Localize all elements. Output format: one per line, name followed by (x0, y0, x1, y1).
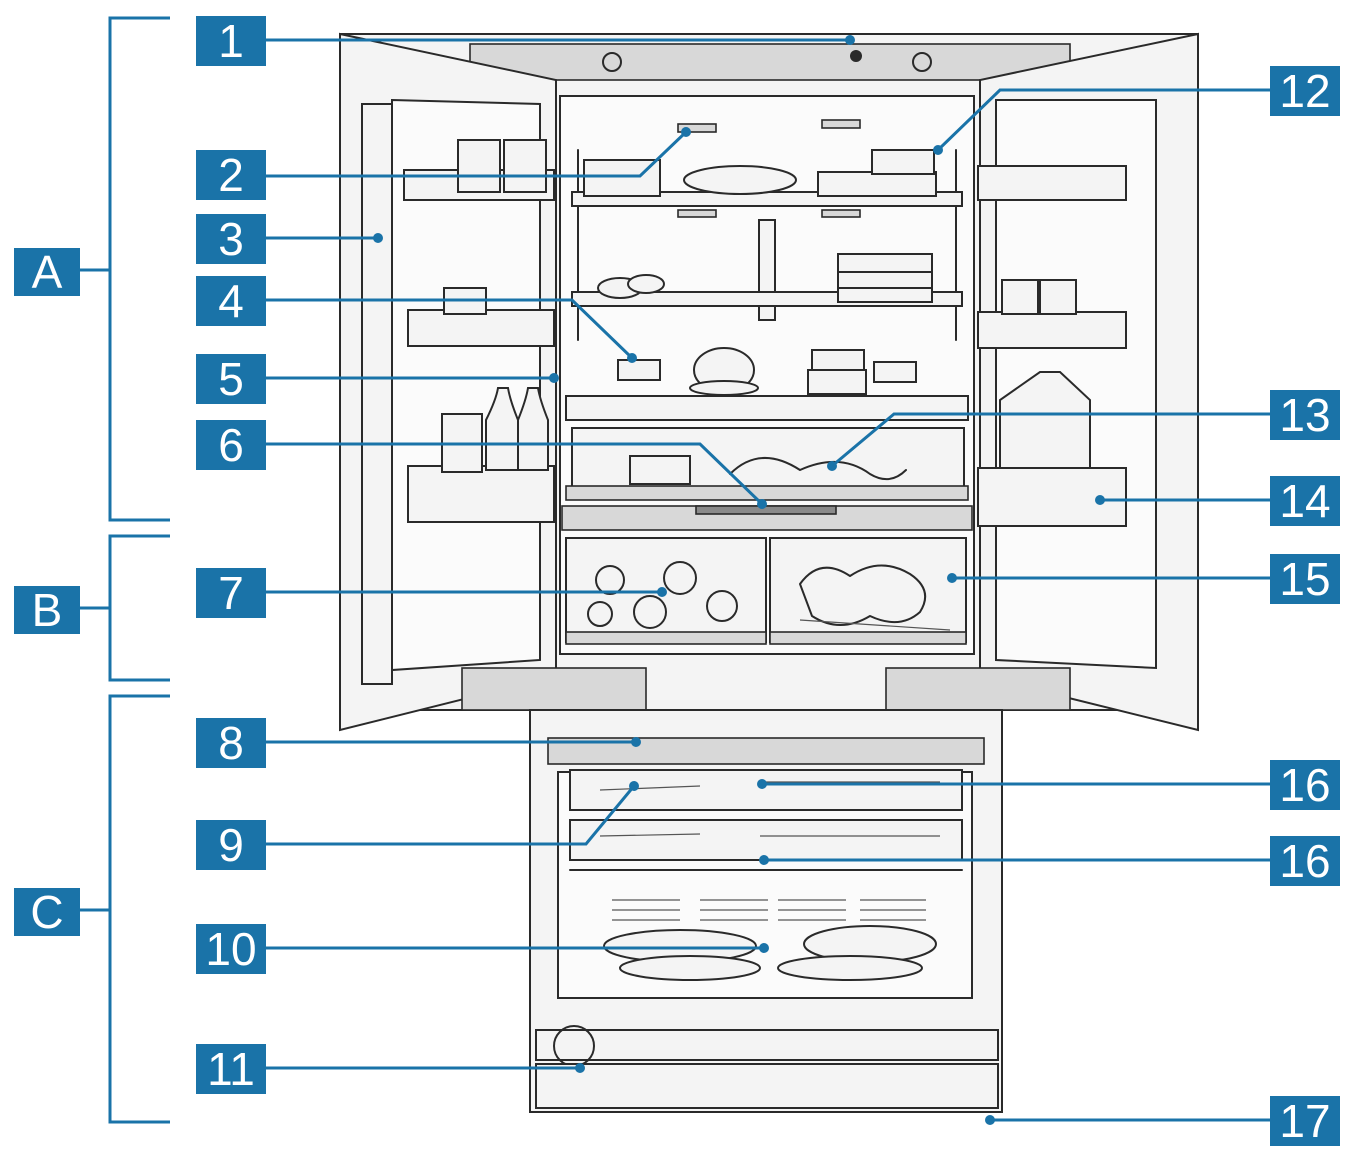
lower-hinge-right (885, 667, 1071, 711)
callout-16-upper: 16 (1270, 759, 1340, 811)
callout-6: 6 (196, 419, 266, 471)
left-hinge-bolt (602, 52, 622, 72)
drawer-front (565, 485, 969, 501)
callout-9: 9 (196, 819, 266, 871)
sensor-box (873, 361, 917, 383)
door-bin-top-right (977, 165, 1127, 201)
callout-labels: 1 2 3 4 5 6 7 8 9 10 11 12 13 14 15 16 1… (196, 15, 1340, 1147)
section-b-text: B (32, 584, 63, 636)
callout-3: 3 (196, 213, 266, 265)
base-panel (535, 1063, 999, 1109)
callout-13: 13 (1270, 389, 1340, 441)
callout-16-lower: 16 (1270, 835, 1340, 887)
light-strip (677, 123, 717, 133)
freezer-tray-lower (569, 819, 963, 861)
svg-text:12: 12 (1279, 65, 1330, 117)
door-bin-mid-left (407, 309, 555, 347)
refrigerator-illustration (339, 32, 1199, 1113)
section-label-b: B (14, 584, 80, 636)
leader-dots (373, 35, 1105, 1125)
svg-text:2: 2 (218, 149, 244, 201)
callout-1: 1 (196, 15, 266, 67)
section-brackets (80, 16, 170, 1124)
svg-text:10: 10 (205, 923, 256, 975)
svg-text:11: 11 (207, 1043, 255, 1095)
door-bin-bottom-left (407, 465, 555, 523)
bottom-drawer (535, 1029, 999, 1061)
callout-4: 4 (196, 275, 266, 327)
svg-text:3: 3 (218, 213, 244, 265)
svg-text:4: 4 (218, 275, 244, 327)
section-label-a: A (14, 246, 80, 298)
sensor-box (617, 359, 661, 381)
top-hinge-strip (469, 43, 1071, 81)
frozen-food (777, 955, 923, 981)
svg-text:16: 16 (1279, 759, 1330, 811)
section-label-c: C (14, 886, 80, 938)
svg-text:13: 13 (1279, 389, 1330, 441)
jar (457, 139, 501, 193)
door-bin-mid-right (977, 311, 1127, 349)
callout-5: 5 (196, 353, 266, 405)
cheese (629, 455, 691, 485)
svg-text:17: 17 (1279, 1095, 1330, 1147)
svg-text:9: 9 (218, 819, 244, 871)
light-strip (821, 119, 861, 129)
cup (627, 274, 665, 294)
svg-text:8: 8 (218, 717, 244, 769)
food-box (807, 369, 867, 395)
callout-12: 12 (1270, 65, 1340, 117)
svg-text:5: 5 (218, 353, 244, 405)
lower-hinge-left (461, 667, 647, 711)
humidity-slider (695, 505, 837, 515)
bracket-section-c (108, 694, 170, 1124)
freezer-vents (612, 899, 926, 921)
section-c-text: C (30, 886, 63, 938)
section-a-text: A (32, 246, 63, 298)
can (1001, 279, 1039, 315)
callout-11: 11 (196, 1043, 266, 1095)
frozen-food (619, 955, 761, 981)
svg-text:7: 7 (218, 567, 244, 619)
door-gasket (361, 103, 393, 685)
light-strip (821, 209, 861, 218)
callout-7: 7 (196, 567, 266, 619)
leader-lines (266, 38, 1270, 1122)
right-crisper (769, 537, 967, 643)
jar (503, 139, 547, 193)
svg-text:1: 1 (218, 15, 244, 67)
callout-8: 8 (196, 717, 266, 769)
callout-14: 14 (1270, 475, 1340, 527)
section-labels: A B C (14, 246, 80, 938)
bowl (871, 149, 935, 175)
glass-shelf (565, 395, 969, 421)
bracket-section-a (108, 16, 170, 522)
bracket-section-b (108, 534, 170, 682)
svg-text:6: 6 (218, 419, 244, 471)
bottle (517, 387, 549, 471)
plate (689, 380, 759, 396)
can (1039, 279, 1077, 315)
container (817, 171, 937, 197)
top-sensor (850, 50, 862, 62)
callout-15: 15 (1270, 553, 1340, 605)
right-hinge-bolt (912, 52, 932, 72)
light-strip (677, 209, 717, 218)
svg-text:14: 14 (1279, 475, 1330, 527)
callout-2: 2 (196, 149, 266, 201)
shelf-box (583, 159, 661, 197)
svg-text:16: 16 (1279, 835, 1330, 887)
svg-text:15: 15 (1279, 553, 1330, 605)
callout-17: 17 (1270, 1095, 1340, 1147)
callout-10: 10 (196, 923, 266, 975)
dish (683, 165, 797, 195)
stacked-container (837, 287, 933, 303)
bottle (485, 387, 519, 471)
